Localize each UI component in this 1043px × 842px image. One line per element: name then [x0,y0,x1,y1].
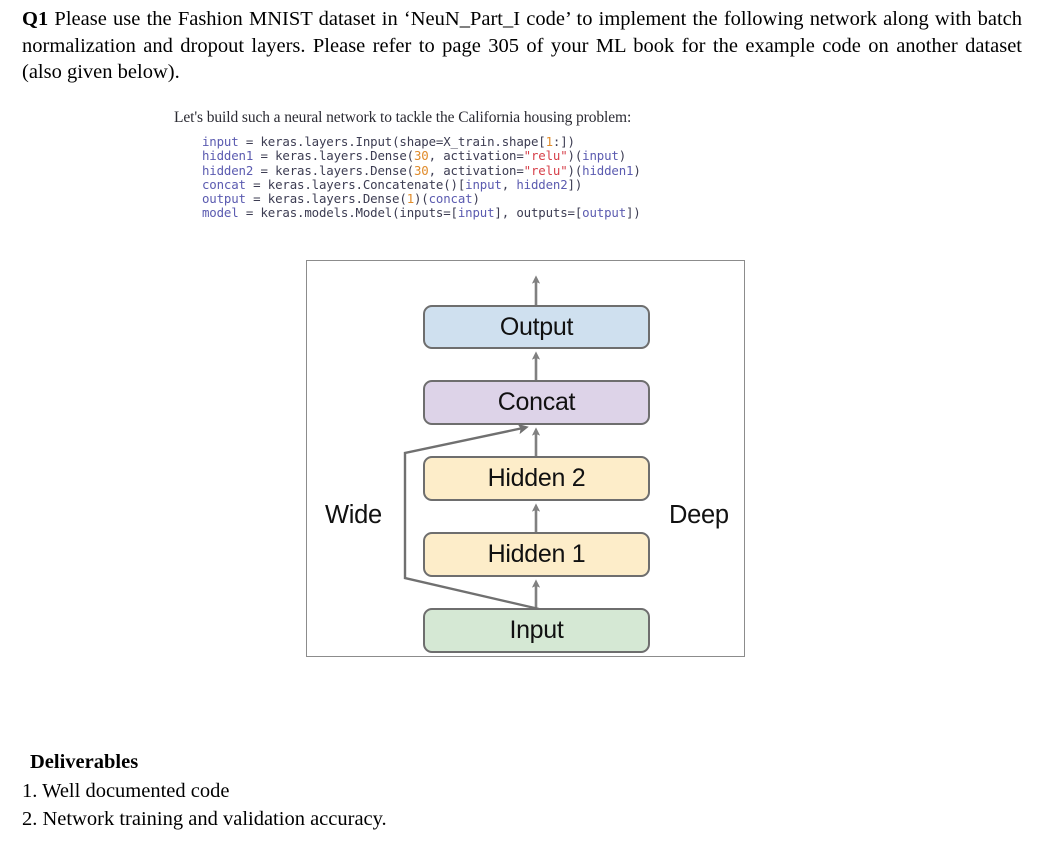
deliverables-section: Deliverables 1. Well documented code 2. N… [22,748,662,834]
code-token: )( [567,162,583,178]
code-token: input [457,205,495,221]
code-token: = keras.layers.Input(shape=X_train.shape… [238,134,546,149]
code-token: hidden2 [202,162,254,178]
code-token: ], outputs=[ [494,205,583,221]
code-token: hidden1 [202,148,254,164]
diagram-node-label: Input [509,616,564,644]
code-token: hidden1 [582,162,634,178]
code-token: )( [414,191,429,207]
code-line: model = keras.models.Model(inputs=[input… [202,206,834,220]
deliverable-item: 1. Well documented code [22,779,230,802]
diagram-node-input: Input [423,608,650,653]
code-token: concat [428,191,473,207]
code-line: concat = keras.layers.Concatenate()[inpu… [202,176,834,192]
code-token: = keras.layers.Dense( [253,162,414,178]
code-token: output [202,191,246,207]
code-token: input [582,148,619,164]
diagram-node-label: Hidden 1 [487,540,586,568]
code-token: ) [618,148,627,164]
question-label: Q1 [22,8,49,30]
code-token: "relu" [523,162,568,178]
diagram-node-hidden2: Hidden 2 [423,456,650,501]
code-token: 1 [545,134,553,149]
book-excerpt: Let's build such a neural network to tac… [174,108,834,221]
code-token: ]) [626,205,641,221]
code-line: output = keras.layers.Dense(1)(concat) [202,192,834,206]
question-paragraph: Q1 Please use the Fashion MNIST dataset … [22,6,1022,86]
code-token: hidden2 [516,176,568,192]
code-token: :]) [552,134,575,149]
code-token: ) [472,191,480,207]
excerpt-caption: Let's build such a neural network to tac… [174,109,632,126]
diagram-node-label: Hidden 2 [487,464,586,492]
code-token: )( [567,148,583,164]
code-token: model [202,205,239,221]
code-token: = keras.layers.Concatenate()[ [245,176,466,192]
diagram-node-label: Output [499,312,574,341]
diagram-node-label: Concat [497,388,576,416]
code-line: input = keras.layers.Input(shape=X_train… [202,134,834,149]
code-token: = keras.models.Model(inputs=[ [238,205,458,221]
code-token: , activation= [428,148,524,164]
deliverables-heading: Deliverables [30,751,139,773]
code-line: hidden1 = keras.layers.Dense(30, activat… [202,149,834,163]
question-text: Please use the Fashion MNIST dataset in … [22,8,1022,83]
deliverable-item: 2. Network training and validation accur… [22,808,387,830]
label-deep: Deep [669,501,729,529]
code-token: 30 [414,162,429,178]
code-token: 30 [414,148,429,164]
diagram-node-output: Output [423,305,650,349]
code-line: hidden2 = keras.layers.Dense(30, activat… [202,162,834,178]
code-token: = keras.layers.Dense( [253,148,414,164]
label-wide: Wide [325,501,382,529]
diagram-node-concat: Concat [423,380,650,425]
code-token: "relu" [523,148,568,164]
deliverables-list: 1. Well documented code 2. Network traini… [22,777,662,834]
code-token: , activation= [428,162,524,178]
skip-connection-wide-path [403,423,540,611]
code-token: input [465,176,502,192]
diagram-connectors [403,261,746,611]
code-token: input [202,134,239,149]
code-listing: input = keras.layers.Input(shape=X_train… [202,134,834,221]
code-token: concat [202,176,246,192]
diagram-node-hidden1: Hidden 1 [423,532,650,577]
code-token: ) [633,162,641,178]
code-token: , [501,176,517,192]
code-token: 1 [406,191,414,207]
code-token: ]) [567,176,583,192]
code-token: output [582,205,626,221]
code-token: = keras.layers.Dense( [245,191,407,207]
